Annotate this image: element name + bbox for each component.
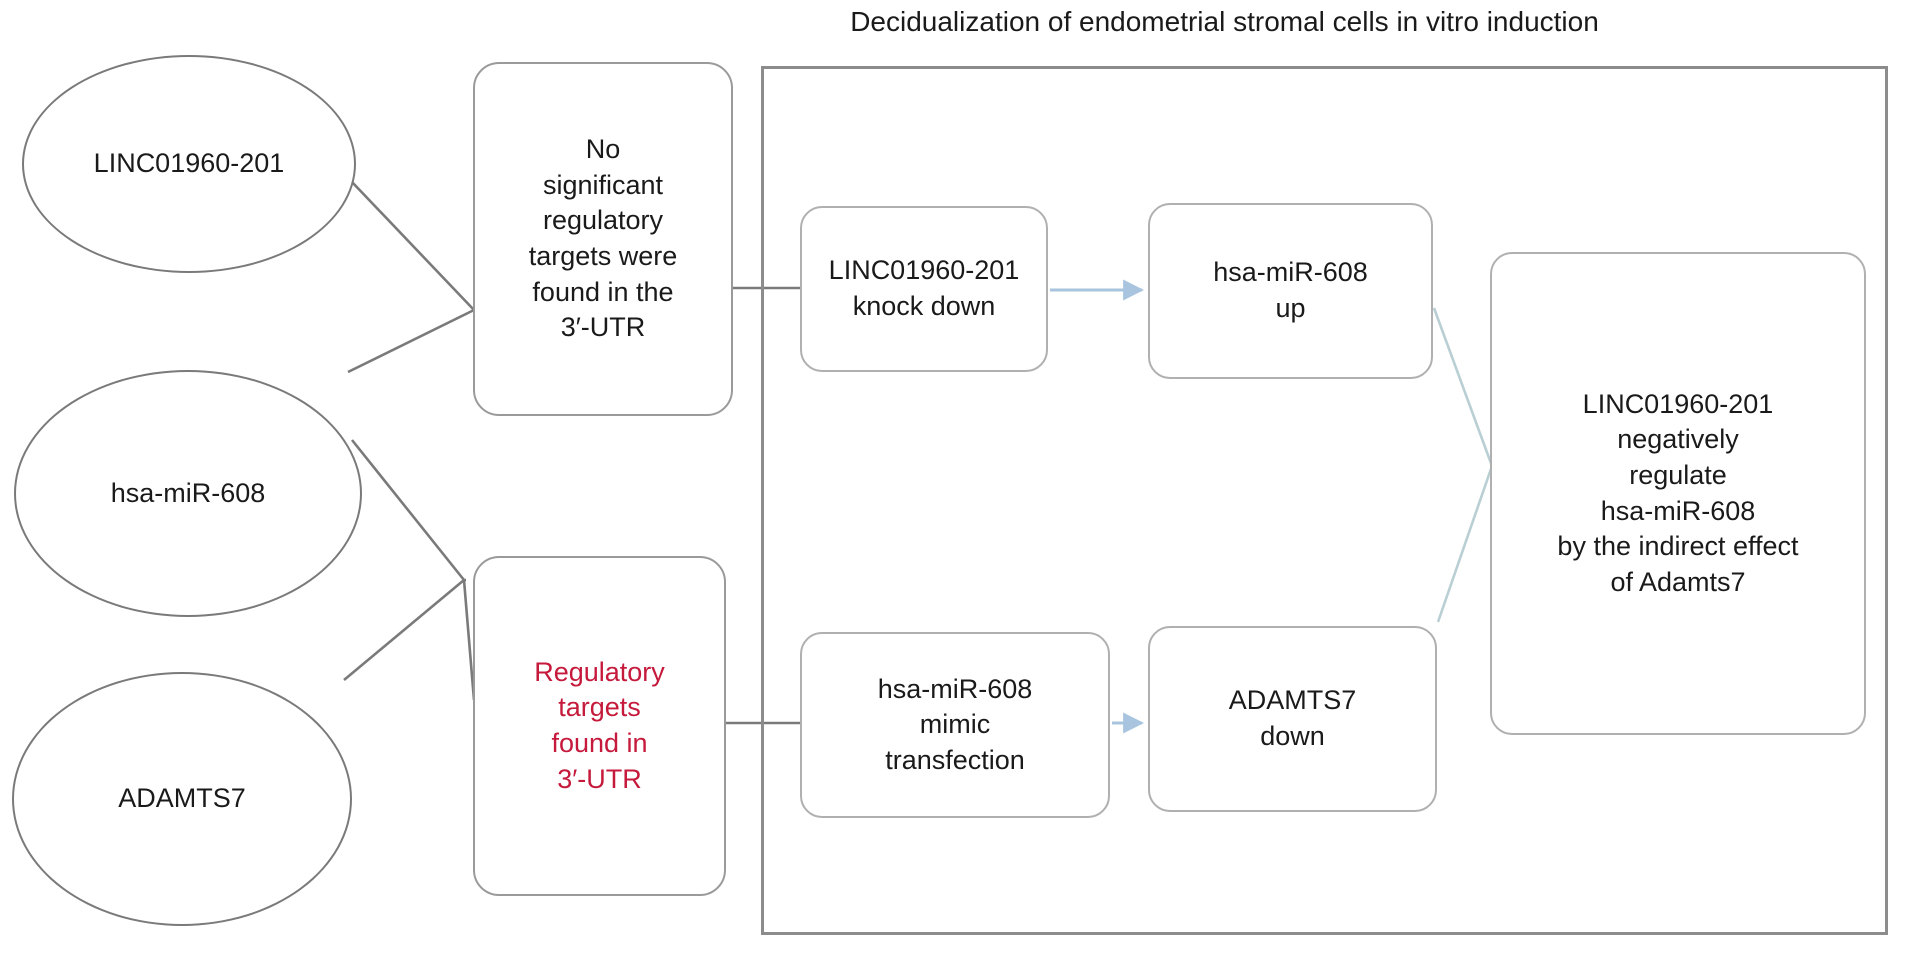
connector-mir-to-finding	[350, 439, 466, 582]
experiment-label: ADAMTS7 down	[1228, 685, 1357, 751]
connector-adamts-to-finding	[343, 579, 465, 681]
container-title: Decidualization of endometrial stromal c…	[850, 6, 1599, 37]
entity-label: LINC01960-201	[93, 148, 285, 179]
entity-node-linc01960-201[interactable]: LINC01960-201	[22, 55, 356, 273]
entity-label: hsa-miR-608	[110, 477, 266, 508]
conclusion-label: LINC01960-201 negatively regulate hsa-mi…	[1557, 388, 1799, 597]
connector-mir-to-nofinding	[347, 308, 475, 374]
entity-label: ADAMTS7	[118, 783, 246, 814]
entity-node-adamts7[interactable]: ADAMTS7	[12, 672, 352, 926]
entity-node-hsa-mir-608[interactable]: hsa-miR-608	[14, 370, 362, 617]
connector-linc-to-nofinding	[351, 181, 476, 312]
finding-node-no-significant-targets[interactable]: No significant regulatory targets were f…	[473, 62, 733, 416]
experiment-label: hsa-miR-608 mimic transfection	[877, 673, 1033, 775]
experiment-node-mir-608-up[interactable]: hsa-miR-608 up	[1148, 203, 1433, 379]
finding-node-regulatory-targets-found[interactable]: Regulatory targets found in 3′-UTR	[473, 556, 726, 896]
conclusion-node[interactable]: LINC01960-201 negatively regulate hsa-mi…	[1490, 252, 1866, 735]
experiment-label: hsa-miR-608 up	[1213, 257, 1368, 323]
experiment-label: LINC01960-201 knock down	[828, 255, 1020, 321]
experiment-node-mir-608-mimic-transfection[interactable]: hsa-miR-608 mimic transfection	[800, 632, 1110, 818]
experiment-node-adamts7-down[interactable]: ADAMTS7 down	[1148, 626, 1437, 812]
experiment-node-linc-knock-down[interactable]: LINC01960-201 knock down	[800, 206, 1048, 372]
finding-label: No significant regulatory targets were f…	[528, 134, 678, 343]
induction-container	[761, 66, 1888, 935]
finding-label: Regulatory targets found in 3′-UTR	[534, 656, 665, 794]
